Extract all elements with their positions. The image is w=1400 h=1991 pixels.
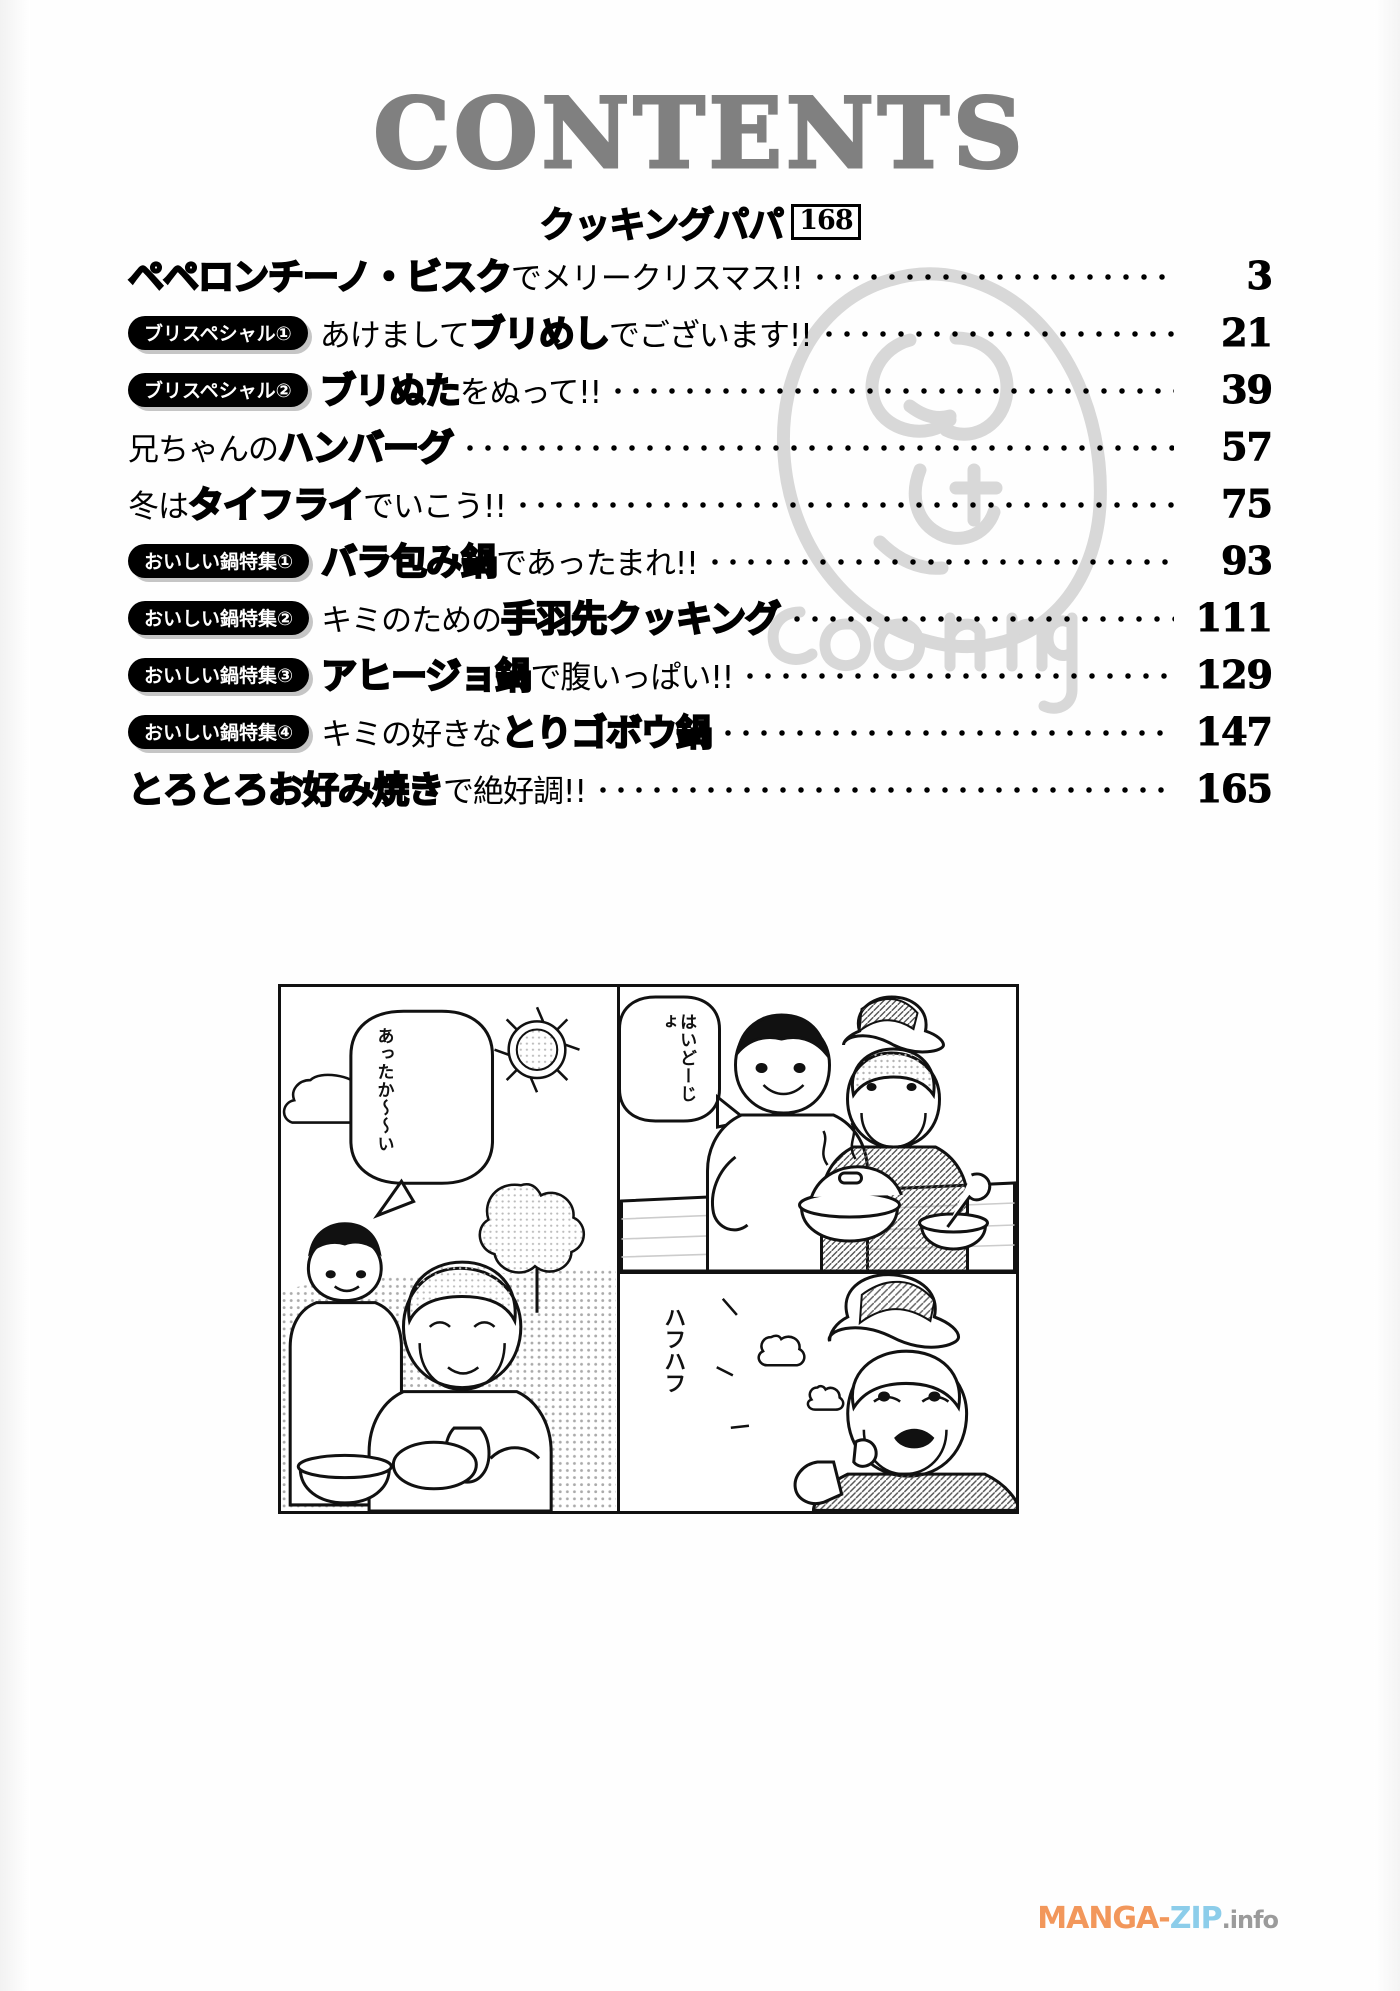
toc-entry-title: キミのための手羽先クッキング — [321, 590, 782, 642]
toc-entry[interactable]: ブリスペシャル① あけましてブリめしでございます!! 21 — [128, 305, 1274, 362]
comic-column-left: あったか〜〜い — [281, 987, 620, 1511]
toc-entry[interactable]: ブリスペシャル② ブリぬたをぬって!! 39 — [128, 362, 1274, 419]
speech-bubble-panel-1: あったか〜〜い — [373, 1027, 394, 1153]
toc-title-rest: でメリークリスマス!! — [510, 261, 804, 297]
toc-title-rest: でいこう!! — [363, 489, 507, 525]
sfx-panel-3: ハフハフ — [660, 1306, 686, 1394]
toc-entry-title: あけましてブリめしでございます!! — [319, 305, 813, 357]
toc-page-number: 57 — [1221, 424, 1274, 470]
toc-page-number: 39 — [1221, 367, 1274, 413]
toc-entry-badge: ブリスペシャル② — [128, 372, 308, 407]
page-edge-right — [1374, 0, 1400, 1991]
toc-page-number: 93 — [1221, 538, 1274, 584]
toc-title-strong: タイフライ — [187, 484, 365, 527]
series-subtitle: クッキングパパ 168 — [0, 196, 1400, 248]
toc-entry[interactable]: 兄ちゃんのハンバーグ 57 — [128, 419, 1274, 476]
toc-title-rest: でございます!! — [608, 318, 813, 354]
table-of-contents: ペペロンチーノ・ビスクでメリークリスマス!! 3 ブリスペシャル① あけましてブ… — [127, 248, 1274, 818]
volume-badge: 168 — [791, 204, 861, 240]
toc-title-strong: ハンバーグ — [277, 427, 455, 470]
toc-entry-title: バラ包み鍋であったまれ!! — [320, 533, 699, 585]
toc-title-strong: アヒージョ鍋 — [320, 655, 532, 698]
toc-title-pre: 冬は — [128, 489, 189, 525]
dot-leader — [706, 557, 1174, 567]
toc-page-number: 147 — [1195, 709, 1273, 755]
toc-entry[interactable]: おいしい鍋特集② キミのための手羽先クッキング 111 — [128, 590, 1274, 647]
dot-leader — [811, 272, 1174, 282]
toc-page-number: 111 — [1195, 595, 1273, 641]
toc-page-number: 3 — [1246, 253, 1273, 299]
comic-panel-1: あったか〜〜い — [281, 987, 617, 1511]
comic-strip: あったか〜〜い — [278, 984, 1019, 1514]
toc-entry[interactable]: 冬はタイフライでいこう!! 75 — [128, 476, 1274, 533]
dot-leader — [609, 386, 1174, 396]
dot-leader — [788, 614, 1174, 624]
comic-column-right: はいどーじょ — [620, 987, 1016, 1511]
toc-entry-badge: ブリスペシャル① — [128, 315, 308, 350]
toc-entry-badge: おいしい鍋特集① — [128, 543, 310, 578]
toc-entry-badge: おいしい鍋特集③ — [128, 657, 310, 692]
site-watermark-manga: MANGA- — [1037, 1901, 1170, 1936]
dot-leader — [741, 671, 1174, 681]
toc-title-strong: ブリぬた — [319, 370, 462, 413]
toc-title-strong: ブリめし — [468, 313, 611, 356]
toc-title-strong: 手羽先クッキング — [500, 598, 782, 641]
toc-entry-title: 兄ちゃんのハンバーグ — [128, 419, 455, 471]
toc-title-rest: で絶好調!! — [443, 774, 587, 810]
dot-leader — [719, 728, 1174, 738]
toc-title-pre: キミの好きな — [321, 717, 502, 753]
toc-entry[interactable]: ペペロンチーノ・ビスクでメリークリスマス!! 3 — [127, 248, 1274, 305]
comic-panel-3: ハフハフ — [620, 1274, 1016, 1511]
comic-panel-2: はいどーじょ — [620, 987, 1016, 1274]
toc-title-pre: あけまして — [319, 318, 470, 354]
toc-title-rest: で腹いっぱい!! — [530, 660, 734, 696]
toc-page-number: 165 — [1195, 766, 1273, 812]
toc-title-strong: ペペロンチーノ・ビスク — [127, 256, 513, 299]
page-title: CONTENTS — [372, 77, 1027, 190]
toc-title-strong: とろとろお好み焼き — [127, 769, 445, 812]
toc-title-pre: キミのための — [321, 603, 502, 639]
toc-entry-title: キミの好きなとりゴボウ鍋 — [321, 704, 713, 756]
page-header: CONTENTS クッキングパパ 168 — [0, 77, 1400, 248]
toc-entry-title: とろとろお好み焼きで絶好調!! — [127, 761, 587, 813]
speech-bubble-panel-2: はいどーじょ — [656, 1013, 697, 1103]
toc-entry[interactable]: とろとろお好み焼きで絶好調!! 165 — [127, 761, 1274, 818]
site-watermark: MANGA-ZIP.info — [1037, 1901, 1279, 1936]
dot-leader — [820, 329, 1174, 339]
toc-page-number: 21 — [1221, 310, 1274, 356]
toc-entry-title: 冬はタイフライでいこう!! — [128, 476, 507, 528]
toc-entry-title: ペペロンチーノ・ビスクでメリークリスマス!! — [127, 248, 804, 300]
dot-leader — [461, 443, 1174, 453]
toc-entry-title: ブリぬたをぬって!! — [319, 362, 602, 414]
toc-title-rest: をぬって!! — [459, 375, 602, 411]
site-watermark-tld: .info — [1221, 1906, 1279, 1934]
toc-page-number: 75 — [1221, 481, 1274, 527]
toc-entry[interactable]: おいしい鍋特集③ アヒージョ鍋で腹いっぱい!! 129 — [128, 647, 1274, 704]
toc-entry-badge: おいしい鍋特集④ — [128, 714, 310, 749]
series-name: クッキングパパ — [539, 204, 785, 247]
page-edge-left — [0, 0, 30, 1991]
toc-page-number: 129 — [1195, 652, 1273, 698]
toc-entry[interactable]: おいしい鍋特集④ キミの好きなとりゴボウ鍋 147 — [128, 704, 1274, 761]
toc-title-rest: であったまれ!! — [496, 546, 699, 582]
toc-entry[interactable]: おいしい鍋特集① バラ包み鍋であったまれ!! 93 — [128, 533, 1274, 590]
toc-title-strong: とりゴボウ鍋 — [500, 712, 713, 755]
toc-entry-title: アヒージョ鍋で腹いっぱい!! — [320, 647, 734, 699]
toc-title-strong: バラ包み鍋 — [320, 541, 498, 584]
dot-leader — [594, 785, 1174, 795]
toc-title-pre: 兄ちゃんの — [128, 432, 279, 468]
site-watermark-zip: ZIP — [1169, 1901, 1223, 1936]
dot-leader — [514, 500, 1174, 510]
toc-entry-badge: おいしい鍋特集② — [128, 600, 310, 635]
